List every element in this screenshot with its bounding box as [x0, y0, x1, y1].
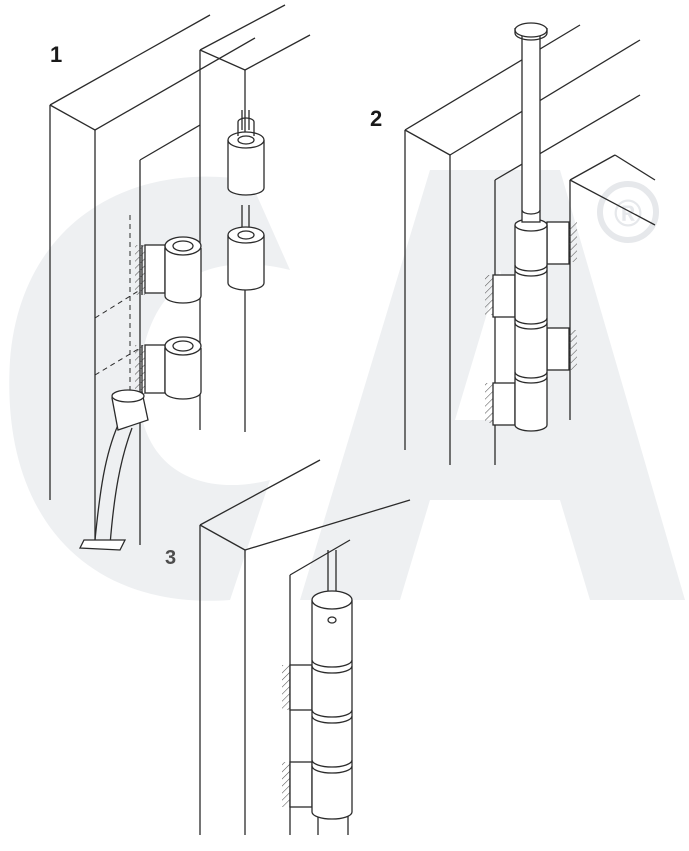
figure-1-welding: [49, 4, 311, 551]
hinge-part-lower-1: [135, 336, 202, 400]
step-3-label: 3: [165, 547, 176, 569]
welding-torch-icon: [78, 389, 149, 551]
door-hinge-part-upper: [227, 110, 265, 196]
step-2-label: 2: [370, 106, 382, 131]
hinge-assembly-2: [485, 218, 577, 432]
registered-mark: ®: [614, 193, 642, 235]
hinge-assembly-3: [282, 590, 353, 820]
door-hinge-part-lower: [227, 205, 265, 291]
figure-2-pin-insertion: [404, 22, 656, 465]
hinge-part-upper-1: [135, 236, 202, 304]
watermark-logo: ®: [9, 170, 685, 601]
hinge-pin: [514, 22, 548, 223]
door-leaf-2: [569, 154, 656, 420]
door-leaf-3: [317, 550, 349, 835]
alignment-guides: [94, 215, 141, 400]
figure-3-finished-hinge: [199, 459, 411, 835]
step-1-label: 1: [50, 42, 62, 67]
